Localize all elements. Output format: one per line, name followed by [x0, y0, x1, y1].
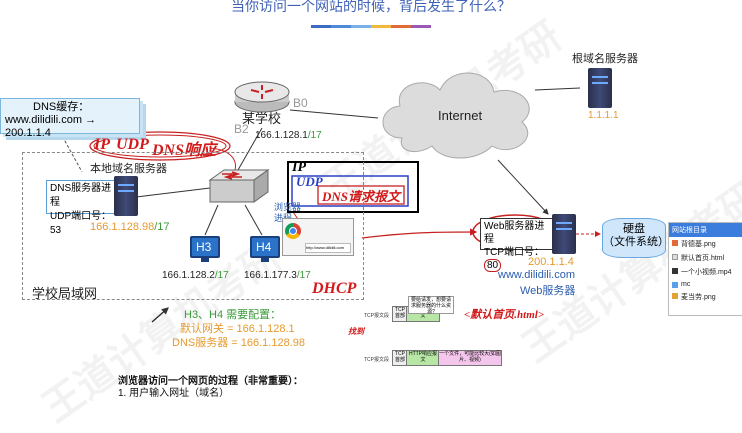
- web-server-icon: [552, 214, 576, 254]
- browser-window: http://www.dilidili.com: [282, 218, 354, 256]
- web-process-name: Web服务器进程: [484, 221, 545, 245]
- local-dns-process-name: DNS服务器进程: [50, 183, 112, 208]
- title-color-bar: [391, 25, 411, 28]
- hand-dns-reply: DNS响应: [152, 142, 217, 159]
- file-item[interactable]: 一个小视频.mp4: [669, 265, 742, 279]
- root-dns-server-icon: [588, 68, 612, 108]
- h3-computer-icon: [190, 236, 220, 262]
- router-icon: [233, 80, 291, 113]
- local-dns-label: 本地域名服务器: [90, 163, 167, 175]
- local-dns-server-icon: [114, 176, 138, 216]
- local-dns-process: DNS服务器进程 UDP端口号： 53: [46, 180, 122, 236]
- local-dns-ip: 166.1.128.98/17: [90, 221, 170, 233]
- dns-cache: DNS缓存： www.dilidili.com → 200.1.1.4: [0, 98, 140, 139]
- web-server-label: Web服务器: [520, 285, 576, 297]
- page-title: 当你访问一个网站的时候，背后发生了什么？: [231, 0, 511, 15]
- segment1-label: TCP报文段: [364, 313, 390, 319]
- h4-ip-mask: /17: [296, 270, 311, 281]
- disk: 硬盘 （文件系统）: [602, 218, 669, 258]
- h4-ip-addr: 166.1.177.3: [244, 270, 297, 281]
- internet-cloud: [382, 72, 530, 159]
- hand-udp-reply: UDP: [116, 136, 149, 153]
- router-ip: 166.1.128.1/17: [255, 130, 322, 141]
- web-server-process: Web服务器进程 TCP端口号：80: [480, 218, 558, 272]
- hand-ip-reply: IP: [94, 136, 110, 153]
- router-port-b2: B2: [234, 122, 249, 136]
- file-name: 背德基.png: [681, 241, 716, 248]
- router-ip-mask: /17: [307, 130, 322, 141]
- file-name: 麦当劳.png: [681, 294, 716, 301]
- steps-text: 浏览器访问一个网页的过程（非常重要）： 1. 用户输入网址（域名）: [118, 376, 303, 400]
- segment2-note: 一个文件，可能比较大(如图片、视频): [438, 350, 502, 366]
- hand-index-request: <默认首页.html>: [464, 309, 545, 321]
- segment2-http-response: HTTP响应报文: [406, 350, 440, 366]
- title-color-bar: [311, 25, 331, 28]
- title-color-bar: [371, 25, 391, 28]
- local-dns-ip-mask: /17: [154, 221, 170, 233]
- browser-address-bar: http://www.dilidili.com: [305, 243, 351, 253]
- web-server-ip: 200.1.1.4: [528, 256, 574, 268]
- hand-dhcp: DHCP: [312, 280, 357, 297]
- config-dns: DNS服务器 = 166.1.128.98: [172, 337, 305, 349]
- root-dns-ip: 1.1.1.1: [588, 110, 619, 121]
- dns-cache-label: DNS缓存：: [33, 101, 90, 113]
- file-item[interactable]: 默认首页.html: [669, 251, 742, 265]
- h3-name: H3: [196, 240, 212, 254]
- disk-label: 硬盘: [623, 223, 645, 235]
- hand-find-label: 找到: [348, 327, 364, 336]
- file-item[interactable]: 麦当劳.png: [669, 290, 742, 304]
- h4-name: H4: [256, 240, 272, 254]
- switch-icon: [208, 168, 270, 204]
- router-name: 某学校: [242, 111, 282, 126]
- file-item[interactable]: 背德基.png: [669, 237, 742, 251]
- config-gateway: 默认网关 = 166.1.128.1: [180, 323, 295, 335]
- web-port-line: TCP端口号：80: [484, 246, 554, 272]
- h4-ip: 166.1.177.3/17: [244, 270, 311, 281]
- h3-ip: 166.1.128.2/17: [162, 270, 229, 281]
- file-name: mc: [681, 281, 691, 288]
- h3-ip-mask: /17: [214, 270, 229, 281]
- hand-ip-request: IP: [292, 160, 306, 175]
- file-name: 默认首页.html: [681, 255, 725, 262]
- local-dns-port-prefix: UDP端口号：: [50, 211, 112, 222]
- router-ip-addr: 166.1.128.1: [255, 130, 308, 141]
- h3-ip-addr: 166.1.128.2: [162, 270, 215, 281]
- segment2-label: TCP报文段: [364, 357, 390, 363]
- web-port: 80: [484, 259, 502, 272]
- disk-sub-label: （文件系统）: [603, 236, 669, 248]
- folder-header: 网站根目录: [669, 223, 742, 237]
- chrome-icon: [285, 223, 301, 239]
- steps-step1: 1. 用户输入网址（域名）: [118, 388, 230, 399]
- file-item[interactable]: mc: [669, 279, 742, 290]
- file-name: 一个小视频.mp4: [681, 269, 732, 276]
- router-port-b0: B0: [293, 96, 308, 110]
- website-root-folder: 网站根目录 背德基.png 默认首页.html 一个小视频.mp4 mc 麦当劳…: [668, 222, 742, 316]
- web-server-domain: www.dilidili.com: [498, 269, 576, 281]
- h4-computer-icon: [250, 236, 280, 262]
- campus-label: 学校局域网: [32, 286, 98, 301]
- html-icon: [672, 254, 678, 260]
- title-color-bar: [331, 25, 351, 28]
- root-dns-label: 根域名服务器: [572, 53, 638, 65]
- local-dns-ip-addr: 166.1.128.98: [90, 221, 155, 233]
- segment2-tcp-header: TCP首部: [392, 350, 408, 366]
- hand-dns-request: DNS请求报文: [322, 189, 401, 204]
- hand-udp-request: UDP: [296, 174, 323, 189]
- title-color-bar: [411, 25, 431, 28]
- folder-icon: [672, 282, 678, 288]
- web-port-prefix: TCP端口号：: [484, 247, 544, 258]
- dns-cache-entry: www.dilidili.com → 200.1.1.4: [5, 114, 97, 139]
- title-color-bar: [351, 25, 371, 28]
- steps-title: 浏览器访问一个网页的过程（非常重要）：: [118, 376, 303, 387]
- image-icon: [672, 240, 678, 246]
- local-dns-port-line: UDP端口号： 53: [50, 210, 118, 238]
- internet-label: Internet: [438, 108, 483, 123]
- campus-lan: [22, 152, 364, 300]
- local-dns-port: 53: [50, 225, 62, 236]
- config-title: H3、H4 需要配置：: [184, 309, 282, 321]
- segment1-note: 要给请发，想要请求服务器的什么资源?: [408, 296, 454, 315]
- video-icon: [672, 268, 678, 274]
- image-icon: [672, 293, 678, 299]
